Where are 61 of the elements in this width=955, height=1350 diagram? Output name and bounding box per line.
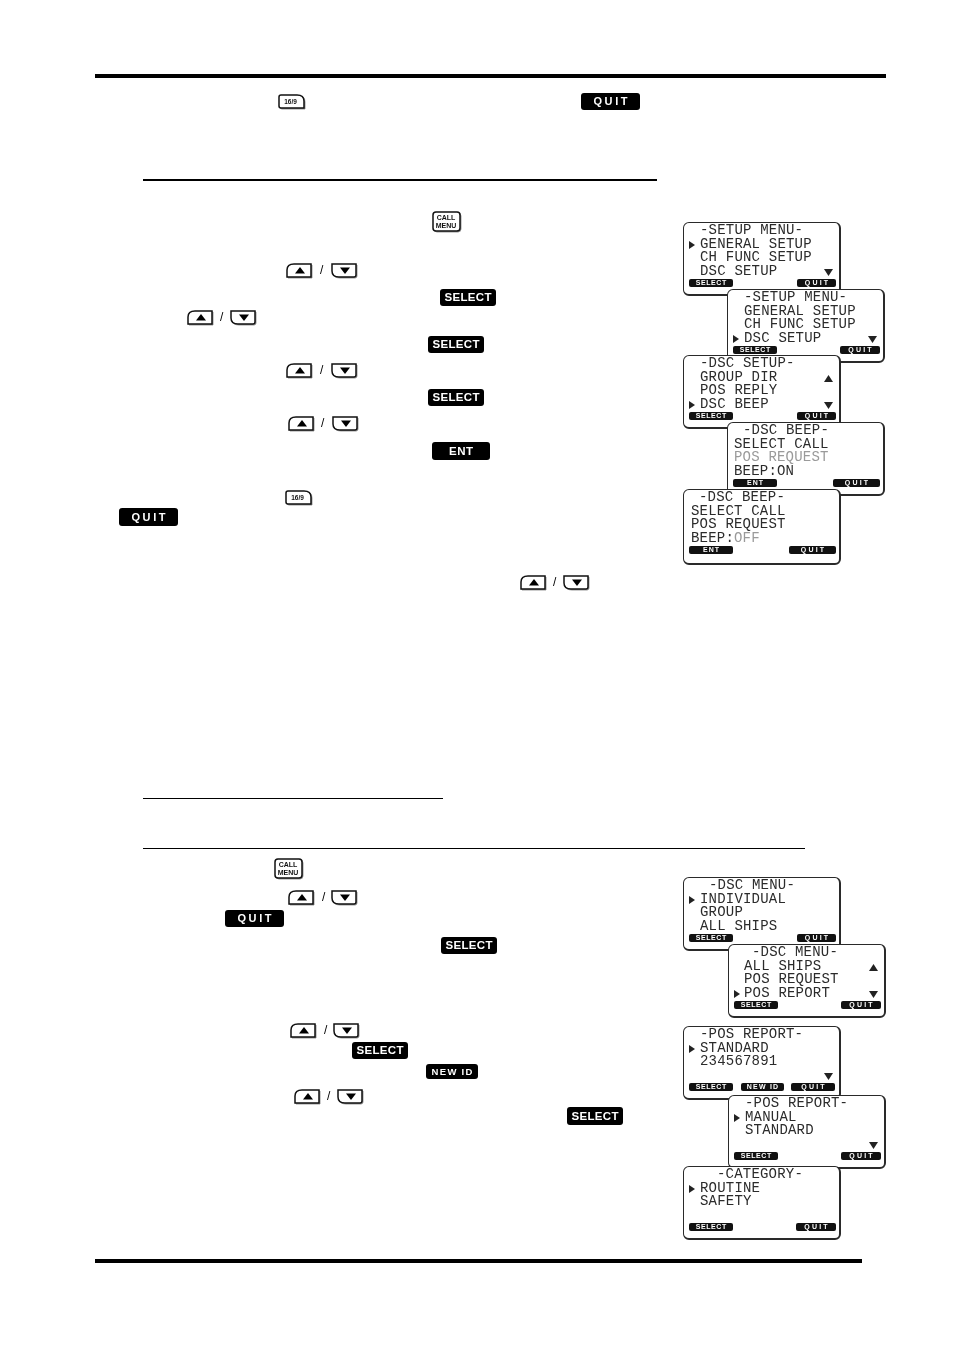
slash-separator: / bbox=[322, 890, 326, 904]
soft-key-button: SELECT bbox=[567, 1107, 623, 1125]
soft-key-button: ENT bbox=[432, 442, 490, 460]
lcd-screen bbox=[728, 1095, 886, 1169]
lcd-menu-text: ALL SHIPS bbox=[744, 959, 822, 973]
lcd-menu-text: GROUP DIR bbox=[700, 370, 778, 384]
lcd-menu-text: MANUAL bbox=[745, 1110, 797, 1124]
lcd-menu-text: SELECT CALL bbox=[734, 437, 829, 451]
soft-key-button: SELECT bbox=[440, 289, 496, 306]
lcd-title-text: -CATEGORY- bbox=[717, 1168, 803, 1182]
lcd-menu-text: BEEP:ON bbox=[734, 464, 795, 478]
slash-separator: / bbox=[324, 1023, 328, 1037]
lcd-title-text: -DSC BEEP- bbox=[743, 424, 829, 438]
lcd-screen bbox=[728, 944, 886, 1018]
lcd-menu-text: DSC SETUP bbox=[744, 331, 822, 345]
slash-separator: / bbox=[320, 263, 324, 277]
soft-key-button: NEW ID bbox=[426, 1064, 478, 1079]
slash-separator: / bbox=[327, 1089, 331, 1103]
lcd-menu-text: GENERAL SETUP bbox=[700, 237, 812, 251]
slash-separator: / bbox=[321, 416, 325, 430]
slash-separator: / bbox=[320, 363, 324, 377]
lcd-title-text: -DSC MENU- bbox=[752, 946, 838, 960]
slash-separator: / bbox=[553, 575, 557, 589]
lcd-menu-text: POS REQUEST bbox=[691, 518, 786, 532]
soft-key-button: QUIT bbox=[225, 910, 284, 927]
lcd-menu-text: ROUTINE bbox=[700, 1181, 761, 1195]
lcd-menu-text: STANDARD bbox=[745, 1124, 814, 1138]
lcd-menu-text: INDIVIDUAL bbox=[700, 892, 786, 906]
lcd-menu-text: SELECT CALL bbox=[691, 504, 786, 518]
soft-key-button: QUIT bbox=[581, 93, 640, 110]
lcd-screen bbox=[683, 489, 841, 565]
soft-key-button: SELECT bbox=[428, 336, 484, 353]
lcd-menu-text: ALL SHIPS bbox=[700, 919, 778, 933]
lcd-title-text: -DSC BEEP- bbox=[699, 491, 785, 505]
soft-key-button: SELECT bbox=[428, 389, 484, 406]
lcd-dimmed-text: POS REQUEST bbox=[734, 451, 829, 465]
lcd-menu-text: DSC BEEP bbox=[700, 397, 769, 411]
lcd-title-text: -POS REPORT- bbox=[745, 1097, 849, 1111]
lcd-title-text: -POS REPORT- bbox=[700, 1028, 804, 1042]
lcd-menu-text: BEEP: bbox=[691, 531, 734, 545]
lcd-menu-text: POS REPLY bbox=[700, 384, 778, 398]
lcd-menu-text: GENERAL SETUP bbox=[744, 304, 856, 318]
lcd-menu-text: POS REQUEST bbox=[744, 973, 839, 987]
lcd-menu-text: STANDARD bbox=[700, 1041, 769, 1055]
lcd-menu-text: 234567891 bbox=[700, 1055, 778, 1069]
lcd-title-text: -SETUP MENU- bbox=[744, 291, 848, 305]
lcd-title-text: -SETUP MENU- bbox=[700, 224, 804, 238]
soft-key-button: SELECT bbox=[441, 937, 497, 954]
lcd-menu-text: SAFETY bbox=[700, 1195, 752, 1209]
lcd-menu-text: POS REPORT bbox=[744, 986, 830, 1000]
lcd-screen bbox=[683, 1166, 841, 1240]
soft-key-button: QUIT bbox=[119, 508, 178, 526]
lcd-menu-text: CH FUNC SETUP bbox=[700, 251, 812, 265]
lcd-title-text: -DSC MENU- bbox=[709, 879, 795, 893]
lcd-title-text: -DSC SETUP- bbox=[700, 357, 795, 371]
lcd-dimmed-text: OFF bbox=[734, 531, 760, 545]
lcd-menu-text: GROUP bbox=[700, 906, 743, 920]
lcd-menu-text: CH FUNC SETUP bbox=[744, 318, 856, 332]
soft-key-button: SELECT bbox=[352, 1042, 408, 1059]
slash-separator: / bbox=[220, 310, 224, 324]
lcd-menu-text: DSC SETUP bbox=[700, 264, 778, 278]
